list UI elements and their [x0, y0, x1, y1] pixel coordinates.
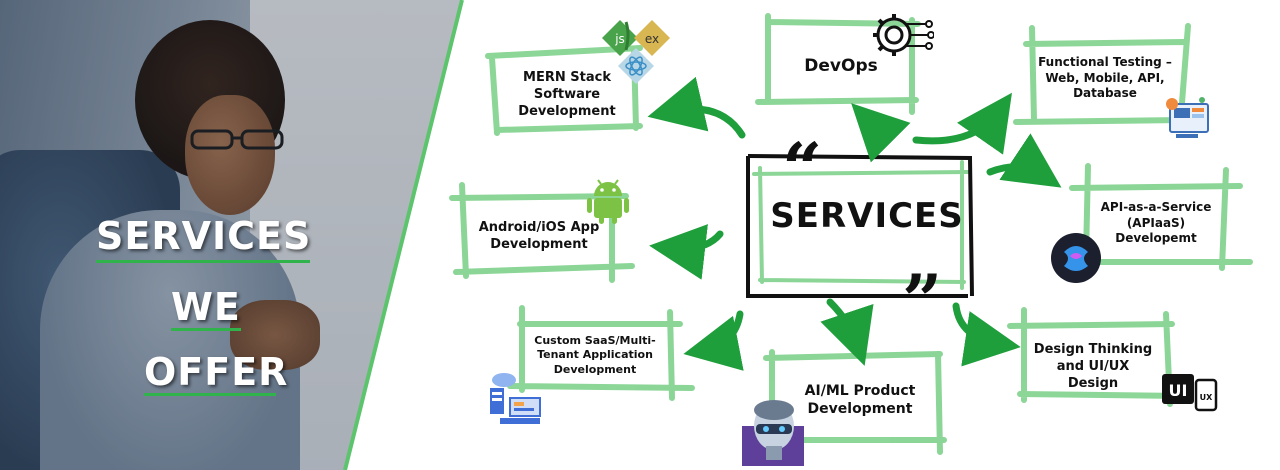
service-api: API-as-a-Service (APIaaS) Developemt [1100, 200, 1212, 246]
gear-circuit-icon [873, 14, 934, 56]
headline-we: WE [171, 285, 241, 329]
mern-stack-icon: js ex [602, 20, 670, 84]
ux-badge: UX [1200, 393, 1213, 402]
headline-underline [144, 393, 276, 396]
ui-ux-icon: UI UX [1162, 374, 1218, 412]
node-badge: js [614, 32, 625, 46]
headline-underline [171, 328, 241, 331]
headline-offer: OFFER [144, 350, 289, 394]
robot-head-icon [742, 400, 804, 466]
ui-badge: UI [1169, 381, 1188, 400]
quote-open-icon: “ [782, 127, 823, 210]
service-devops: DevOps [804, 56, 878, 76]
quote-close-icon: ” [902, 259, 943, 342]
center-title: SERVICES [770, 196, 964, 236]
service-aiml: AI/ML Product Development [804, 383, 916, 418]
service-design: Design Thinking and UI/UX Design [1033, 342, 1153, 391]
android-icon [587, 179, 629, 224]
server-cloud-icon [490, 373, 541, 424]
headline-services: SERVICES [96, 214, 312, 258]
service-saas: Custom SaaS/Multi-Tenant Application Dev… [534, 334, 656, 376]
testing-dashboard-icon [1166, 97, 1209, 138]
service-functional-testing: Functional Testing – Web, Mobile, API, D… [1038, 55, 1172, 101]
headline-underline [96, 260, 310, 263]
api-ai-icon [1051, 233, 1101, 283]
service-mern: MERN Stack Software Development [518, 70, 616, 119]
express-badge: ex [645, 32, 659, 46]
service-android-ios: Android/iOS App Development [478, 220, 600, 252]
